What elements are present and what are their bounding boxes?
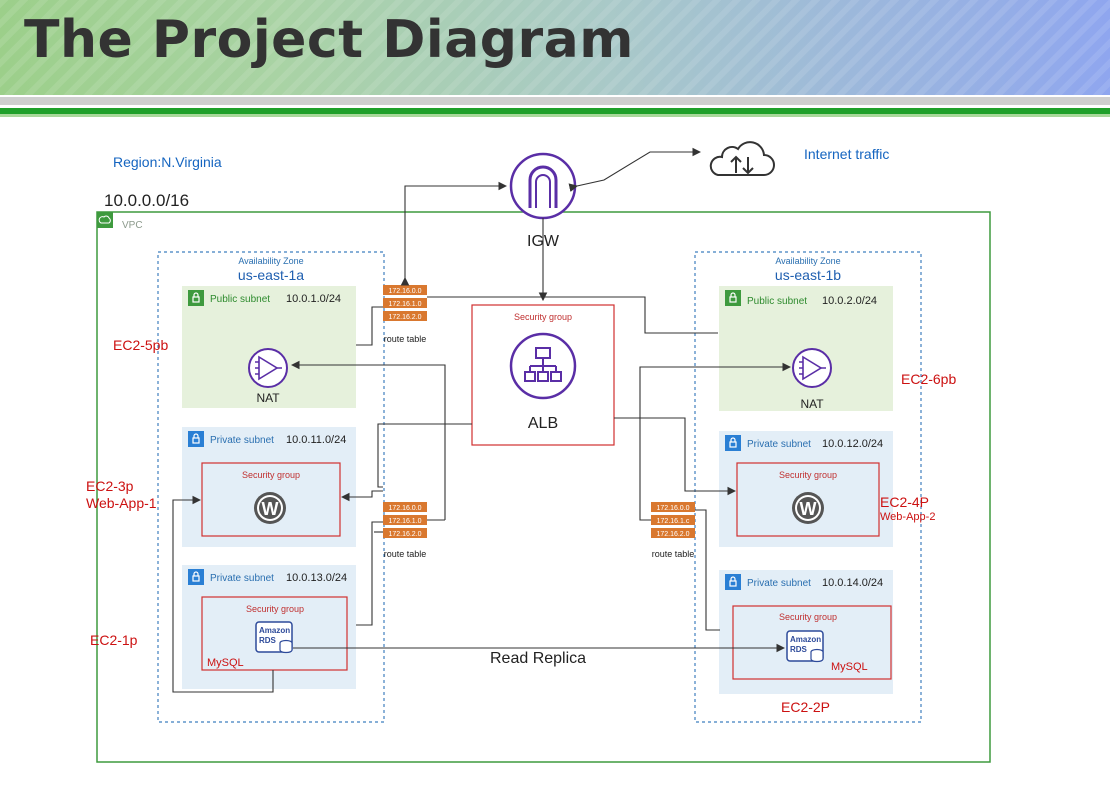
rds-line2: RDS xyxy=(259,636,277,645)
security-group-label: Security group xyxy=(779,470,837,480)
divider-gray xyxy=(0,97,1110,105)
public-subnet-right xyxy=(719,286,893,411)
route-entry: 172.16.2.0 xyxy=(388,314,421,321)
security-group-label: Security group xyxy=(246,604,304,614)
route-table-left: 172.16.0.0 172.16.1.0 172.16.2.0 route t… xyxy=(383,502,427,559)
cloud-icon xyxy=(709,141,775,176)
header-banner: The Project Diagram xyxy=(0,0,1110,95)
ec2-4p-label: EC2-4P xyxy=(880,494,929,510)
mysql-right-label: MySQL xyxy=(831,661,868,673)
private-subnet-left-db-cidr: 10.0.13.0/24 xyxy=(286,572,347,584)
route-table-label: route table xyxy=(384,549,427,559)
alb-label: ALB xyxy=(528,415,558,432)
route-table-top: 172.16.0.0 172.16.1.0 172.16.2.0 route t… xyxy=(383,285,427,344)
private-subnet-right-web xyxy=(719,431,893,547)
private-subnet-right-web-label: Private subnet xyxy=(747,439,811,450)
ec2-5pb-label: EC2-5pb xyxy=(113,337,168,353)
web-app-2-label: Web-App-2 xyxy=(880,511,935,523)
private-subnet-right-web-cidr: 10.0.12.0/24 xyxy=(822,438,883,450)
route-entry: 172.16.0.0 xyxy=(656,505,689,512)
security-group-label: Security group xyxy=(779,612,837,622)
svg-text:W: W xyxy=(262,499,279,519)
ec2-6pb-label: EC2-6pb xyxy=(901,371,956,387)
route-entry: 172.16.1.c xyxy=(657,518,690,525)
private-subnet-left-web-label: Private subnet xyxy=(210,435,274,446)
ec2-3p-label: EC2-3p xyxy=(86,478,134,494)
nat-gateway-icon xyxy=(248,348,288,388)
lock-icon xyxy=(724,289,742,307)
az-left-name: us-east-1a xyxy=(238,267,304,283)
security-group-label: Security group xyxy=(242,470,300,480)
alb-security-group xyxy=(471,304,615,446)
nat-right-label: NAT xyxy=(800,397,824,411)
read-replica-label: Read Replica xyxy=(490,650,586,667)
route-entry: 172.16.2.0 xyxy=(656,531,689,538)
private-subnet-left-db-label: Private subnet xyxy=(210,573,274,584)
divider-light-green xyxy=(0,114,1110,117)
connectors xyxy=(172,147,792,693)
lock-icon xyxy=(187,289,205,307)
header-texture xyxy=(0,0,1110,95)
az-right-title: Availability Zone xyxy=(775,256,840,266)
mysql-left-label: MySQL xyxy=(207,657,244,669)
wordpress-icon: W xyxy=(792,492,824,524)
private-subnet-right-db-label: Private subnet xyxy=(747,578,811,589)
route-entry: 172.16.2.0 xyxy=(388,531,421,538)
public-subnet-right-label: Public subnet xyxy=(747,296,807,307)
vpc-label: VPC xyxy=(122,220,143,231)
alb-security-group-label: Security group xyxy=(514,312,572,322)
security-group-right-web xyxy=(736,462,880,537)
private-subnet-left-web xyxy=(182,427,356,547)
route-entry: 172.16.0.0 xyxy=(388,505,421,512)
nat-gateway-icon xyxy=(792,348,832,388)
ec2-2p-label: EC2-2P xyxy=(781,699,830,715)
svg-text:W: W xyxy=(800,499,817,519)
vpc-cidr: 10.0.0.0/16 xyxy=(104,191,189,210)
az-left-title: Availability Zone xyxy=(238,256,303,266)
lock-icon xyxy=(187,568,205,586)
lock-icon xyxy=(724,573,742,591)
divider-green xyxy=(0,108,1110,114)
route-table-label: route table xyxy=(652,549,695,559)
public-subnet-left-label: Public subnet xyxy=(210,294,270,305)
vpc-icon xyxy=(97,212,113,228)
lock-icon xyxy=(724,434,742,452)
public-subnet-left-cidr: 10.0.1.0/24 xyxy=(286,293,341,305)
internet-traffic-label: Internet traffic xyxy=(804,146,889,162)
rds-line1: Amazon xyxy=(259,626,290,635)
security-group-left-db xyxy=(201,596,348,671)
az-right-name: us-east-1b xyxy=(775,267,841,283)
nat-left-label: NAT xyxy=(256,391,280,405)
security-group-right-db xyxy=(732,605,892,680)
rds-icon: Amazon RDS xyxy=(255,621,293,654)
region-label: Region:N.Virginia xyxy=(113,154,222,170)
public-subnet-right-cidr: 10.0.2.0/24 xyxy=(822,295,877,307)
igw-icon xyxy=(509,152,577,220)
rds-icon: Amazon RDS xyxy=(786,630,824,663)
rds-line2: RDS xyxy=(790,645,808,654)
lock-icon xyxy=(187,430,205,448)
private-subnet-left-web-cidr: 10.0.11.0/24 xyxy=(286,434,346,446)
security-group-left-web xyxy=(201,462,341,537)
page-title: The Project Diagram xyxy=(24,10,634,70)
wordpress-icon: W xyxy=(254,492,286,524)
route-entry: 172.16.1.0 xyxy=(388,301,421,308)
rds-line1: Amazon xyxy=(790,635,821,644)
load-balancer-icon xyxy=(509,332,577,400)
private-subnet-right-db-cidr: 10.0.14.0/24 xyxy=(822,577,883,589)
route-entry: 172.16.0.0 xyxy=(388,288,421,295)
web-app-1-label: Web-App-1 xyxy=(86,495,157,511)
route-table-label: route table xyxy=(384,334,427,344)
ec2-1p-label: EC2-1p xyxy=(90,632,138,648)
route-entry: 172.16.1.0 xyxy=(388,518,421,525)
route-table-right: 172.16.0.0 172.16.1.c 172.16.2.0 route t… xyxy=(651,502,695,559)
